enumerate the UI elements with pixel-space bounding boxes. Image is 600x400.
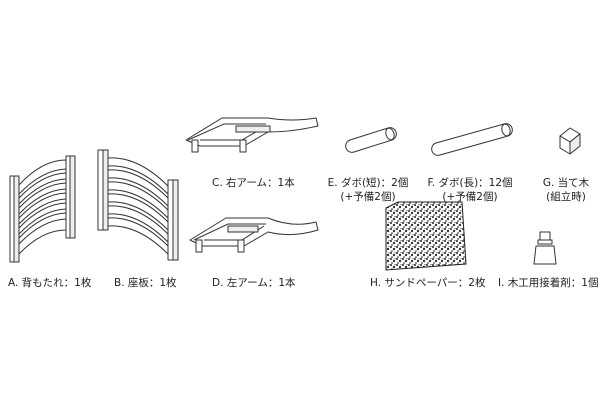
part-label-a: A. 背もたれ：1枚 xyxy=(8,277,92,289)
seat-board-icon xyxy=(97,149,179,261)
sandpaper-icon xyxy=(385,201,467,271)
part-label-e: E. ダボ(短)：2個 (+予備2個) xyxy=(328,176,409,204)
left-arm-icon xyxy=(189,217,319,253)
part-label-f-line2: (+予備2個) xyxy=(442,191,498,203)
wood-block-icon xyxy=(559,127,581,155)
short-dowel-icon xyxy=(345,127,397,153)
part-label-d: D. 左アーム：1本 xyxy=(212,277,296,289)
part-label-g: G. 当て木 (組立時) xyxy=(543,176,589,204)
backrest-panel-icon xyxy=(9,155,76,263)
part-label-e-line1: E. ダボ(短)：2個 xyxy=(327,177,409,189)
part-label-b: B. 座板：1枚 xyxy=(114,277,177,289)
part-label-c: C. 右アーム：1本 xyxy=(212,177,295,189)
part-label-f: F. ダボ(長)：12個 (+予備2個) xyxy=(427,176,512,204)
part-label-g-line1: G. 当て木 xyxy=(542,177,590,189)
long-dowel-icon xyxy=(431,123,513,156)
part-label-i: I. 木工用接着剤：1個 xyxy=(498,277,599,289)
right-arm-icon xyxy=(185,117,319,153)
part-label-f-line1: F. ダボ(長)：12個 xyxy=(427,177,513,189)
glue-bottle-icon xyxy=(533,231,557,265)
part-label-h: H. サンドペーパー：2枚 xyxy=(370,277,486,289)
part-label-e-line2: (+予備2個) xyxy=(340,191,396,203)
part-label-g-line2: (組立時) xyxy=(546,191,586,203)
